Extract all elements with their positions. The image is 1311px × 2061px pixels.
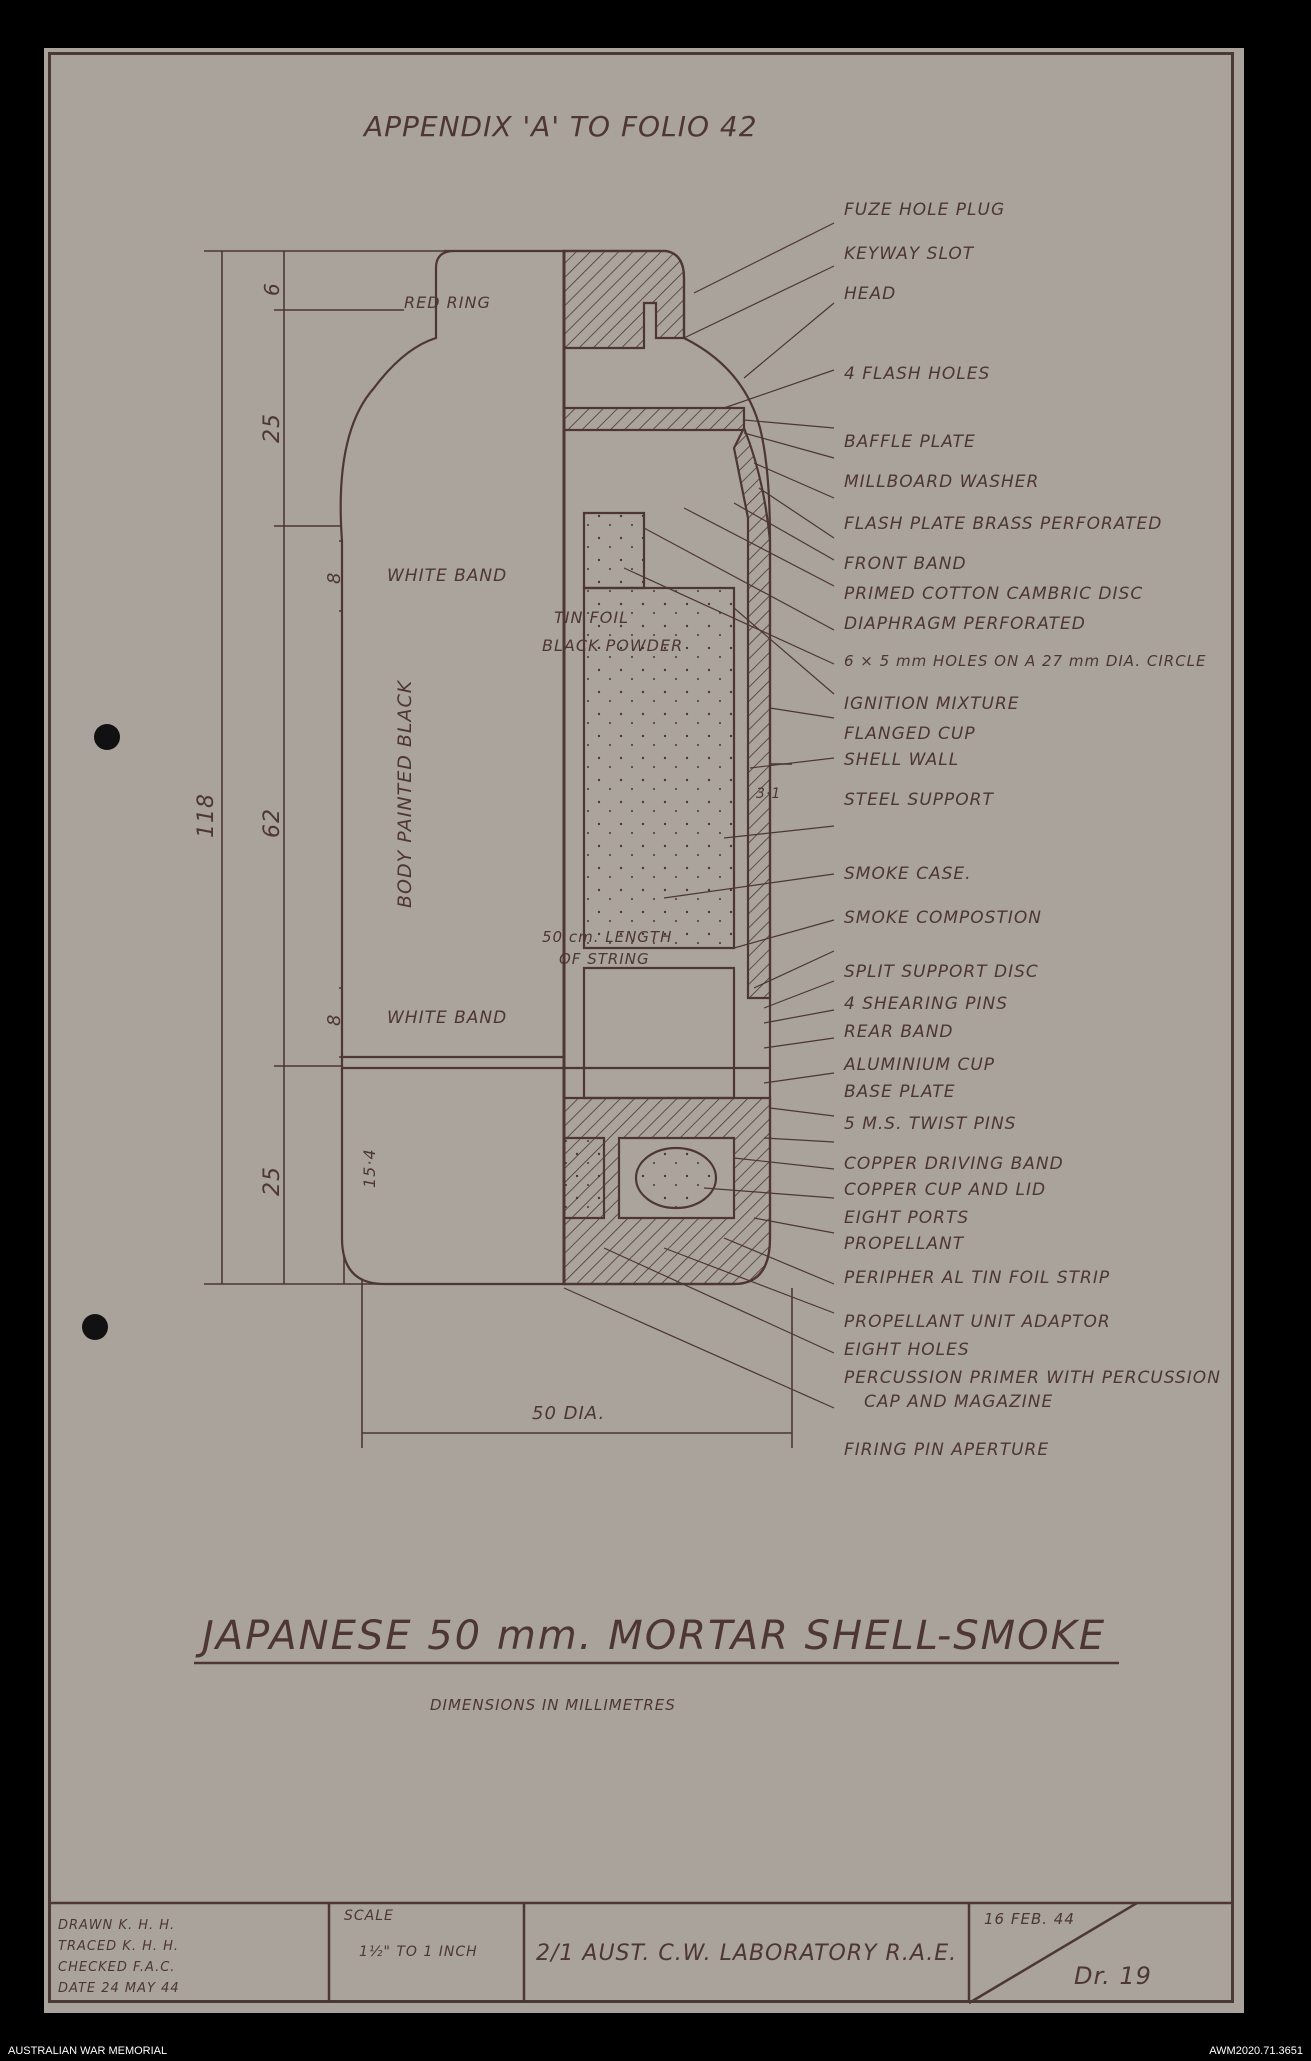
dim-body: 62 bbox=[260, 808, 285, 838]
part-label: FIRING PIN APERTURE bbox=[844, 1440, 1050, 1460]
string-label-1: 50 cm. LENGTH bbox=[542, 928, 673, 946]
part-label: DIAPHRAGM PERFORATED bbox=[844, 614, 1086, 634]
dim-base: 15·4 bbox=[360, 1148, 379, 1188]
drawing-title: JAPANESE 50 mm. MORTAR SHELL-SMOKE bbox=[202, 1613, 1107, 1659]
drawing-sheet: APPENDIX 'A' TO FOLIO 42 bbox=[44, 48, 1244, 2013]
drawing-number: Dr. 19 bbox=[1074, 1962, 1152, 1990]
red-ring-label: RED RING bbox=[404, 293, 491, 312]
string-label-2: OF STRING bbox=[559, 950, 650, 968]
part-label: SPLIT SUPPORT DISC bbox=[844, 962, 1039, 982]
white-band-top-label: WHITE BAND bbox=[387, 566, 508, 586]
part-label: SMOKE COMPOSTION bbox=[844, 908, 1042, 928]
body-painted-label: BODY PAINTED BLACK bbox=[394, 679, 416, 908]
dim-tail: 25 bbox=[260, 1166, 285, 1196]
punch-hole bbox=[94, 724, 120, 750]
dim-ogive: 25 bbox=[260, 413, 285, 443]
dim-diameter: 50 DIA. bbox=[532, 1403, 606, 1424]
black-powder-label: BLACK POWDER bbox=[542, 636, 684, 655]
part-label: BASE PLATE bbox=[844, 1082, 956, 1102]
part-label: EIGHT PORTS bbox=[844, 1208, 970, 1228]
laboratory-name: 2/1 AUST. C.W. LABORATORY R.A.E. bbox=[536, 1941, 958, 1966]
appendix-header: APPENDIX 'A' TO FOLIO 42 bbox=[364, 110, 758, 143]
part-label: FUZE HOLE PLUG bbox=[844, 200, 1006, 220]
drawing-date: DATE 24 MAY 44 bbox=[58, 1981, 180, 1996]
dim-overall: 118 bbox=[194, 793, 219, 838]
scale-value: 1½" TO 1 INCH bbox=[359, 1944, 478, 1960]
part-label: SMOKE CASE. bbox=[844, 864, 972, 884]
part-label: PROPELLANT UNIT ADAPTOR bbox=[844, 1312, 1111, 1332]
drawing-frame bbox=[48, 52, 1234, 2003]
part-label: EIGHT HOLES bbox=[844, 1340, 970, 1360]
part-label: KEYWAY SLOT bbox=[844, 244, 975, 264]
drawn-by: DRAWN K. H. H. bbox=[58, 1918, 176, 1933]
part-label: MILLBOARD WASHER bbox=[844, 472, 1040, 492]
dim-band-top: 8 bbox=[324, 571, 345, 584]
part-label: STEEL SUPPORT bbox=[844, 790, 994, 810]
leader-lines bbox=[563, 222, 835, 1409]
part-label: FLASH PLATE BRASS PERFORATED bbox=[844, 514, 1163, 534]
part-label: BAFFLE PLATE bbox=[844, 432, 976, 452]
part-label: PERIPHER AL TIN FOIL STRIP bbox=[844, 1268, 1111, 1288]
part-label: COPPER DRIVING BAND bbox=[844, 1154, 1064, 1174]
dim-band-bottom: 8 bbox=[324, 1013, 345, 1026]
footer-source: AUSTRALIAN WAR MEMORIAL bbox=[8, 2045, 168, 2057]
part-label: COPPER CUP AND LID bbox=[844, 1180, 1047, 1200]
tin-foil-label: TIN FOIL bbox=[554, 608, 629, 627]
part-label: 5 M.S. TWIST PINS bbox=[844, 1114, 1017, 1134]
part-label: FRONT BAND bbox=[844, 554, 967, 574]
part-label: SHELL WALL bbox=[844, 750, 960, 770]
part-label: PROPELLANT bbox=[844, 1234, 965, 1254]
part-label: CAP AND MAGAZINE bbox=[864, 1392, 1054, 1412]
issue-date: 16 FEB. 44 bbox=[984, 1910, 1075, 1928]
part-label: FLANGED CUP bbox=[844, 724, 976, 744]
part-label: IGNITION MIXTURE bbox=[844, 694, 1020, 714]
wall-thickness-label: 3·1 bbox=[756, 786, 782, 802]
part-label: PRIMED COTTON CAMBRIC DISC bbox=[844, 584, 1144, 604]
white-band-bottom-label: WHITE BAND bbox=[387, 1008, 508, 1028]
checked-by: CHECKED F.A.C. bbox=[58, 1960, 176, 1975]
scale-label: SCALE bbox=[344, 1908, 394, 1924]
title-block-lines bbox=[51, 1901, 1232, 2005]
part-label: REAR BAND bbox=[844, 1022, 954, 1042]
footer-accession: AWM2020.71.3651 bbox=[1209, 2045, 1303, 2057]
shell-cross-section bbox=[51, 222, 1232, 2005]
part-label: 6 × 5 mm HOLES ON A 27 mm DIA. CIRCLE bbox=[844, 652, 1207, 670]
part-label: PERCUSSION PRIMER WITH PERCUSSION bbox=[844, 1368, 1221, 1388]
punch-hole bbox=[82, 1314, 108, 1340]
part-label: ALUMINIUM CUP bbox=[844, 1055, 996, 1075]
shell-outline bbox=[339, 249, 772, 1286]
part-label: 4 FLASH HOLES bbox=[844, 364, 991, 384]
traced-by: TRACED K. H. H. bbox=[58, 1939, 180, 1954]
part-label: 4 SHEARING PINS bbox=[844, 994, 1009, 1014]
dim-head: 6 bbox=[260, 282, 284, 296]
part-label: HEAD bbox=[844, 284, 897, 304]
drawing-subtitle: DIMENSIONS IN MILLIMETRES bbox=[430, 1696, 676, 1714]
